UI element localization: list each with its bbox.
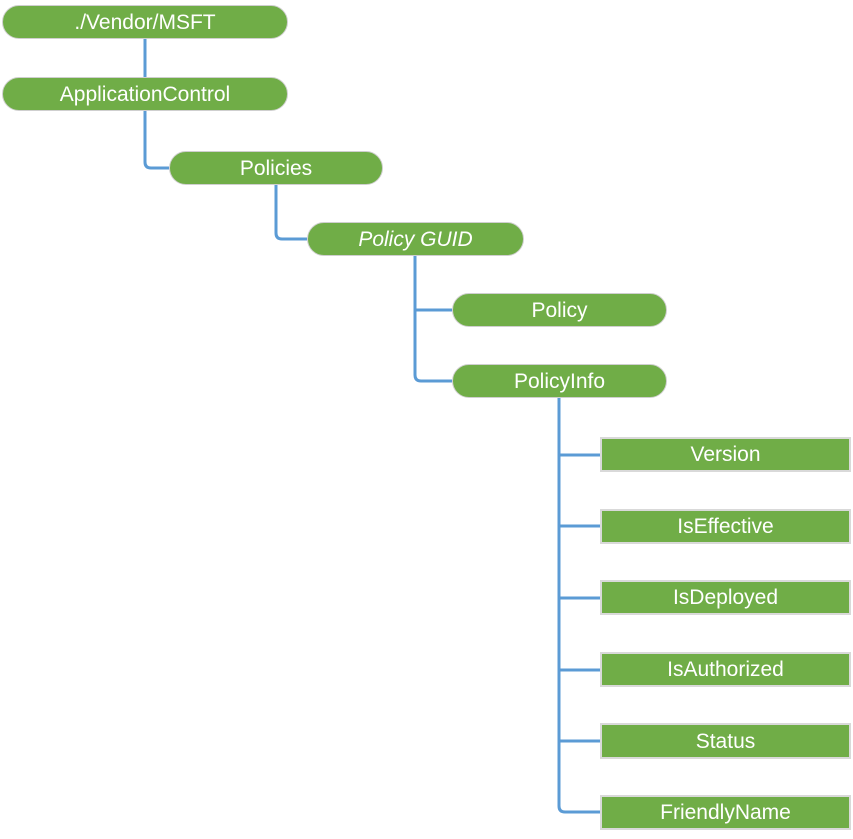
connector-policyinfo-trunk-to-friendlyname bbox=[557, 398, 600, 814]
node-vendor-msft: ./Vendor/MSFT bbox=[2, 5, 288, 39]
node-friendly-name: FriendlyName bbox=[600, 795, 851, 830]
node-policy-guid: Policy GUID bbox=[307, 222, 524, 256]
node-application-control: ApplicationControl bbox=[2, 77, 288, 111]
connector-policyguid-trunk-to-policyinfo bbox=[413, 256, 452, 383]
connector-applicationcontrol-to-policies bbox=[143, 111, 169, 170]
node-policies: Policies bbox=[169, 151, 383, 185]
node-status: Status bbox=[600, 723, 851, 759]
node-is-deployed: IsDeployed bbox=[600, 580, 851, 615]
connector-policies-to-policyguid bbox=[274, 185, 307, 241]
node-policy-info: PolicyInfo bbox=[452, 364, 667, 398]
node-is-effective: IsEffective bbox=[600, 509, 851, 544]
node-version: Version bbox=[600, 437, 851, 472]
node-is-authorized: IsAuthorized bbox=[600, 652, 851, 687]
node-policy: Policy bbox=[452, 293, 667, 327]
